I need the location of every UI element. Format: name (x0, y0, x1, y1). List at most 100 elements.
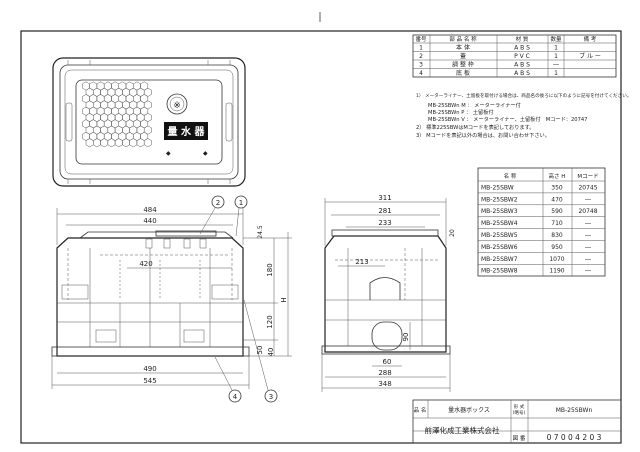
side-bottom-plate (321, 345, 451, 355)
parts-header-qty: 数量 (550, 35, 562, 43)
lid-label-plate (164, 122, 208, 140)
model-row-name: MB-25SBW5 (481, 232, 518, 239)
dim-180: 180 (266, 263, 274, 276)
title-name-value: 量水器ボックス (448, 406, 490, 414)
dim-440: 440 (143, 217, 156, 225)
svg-text:A B S: A B S (514, 62, 530, 69)
model-row-mcode: 20745 (578, 184, 597, 191)
lid-label: 量 水 器 (168, 125, 206, 138)
svg-text:3: 3 (269, 393, 273, 401)
model-row-height: 1070 (549, 256, 564, 263)
model-row-mcode: ― (585, 244, 591, 251)
plan-view: ※ 量 水 器 ◆ ◆ (52, 57, 246, 187)
model-row-name: MB-25SBW4 (481, 220, 518, 227)
dim-20: 20 (449, 229, 456, 237)
model-row-mcode: ― (585, 220, 591, 227)
note-1c: MB-25SBWn V ： メーターライナー、土留板付 Mコード：20747 (428, 115, 587, 123)
dim-233: 233 (378, 219, 391, 227)
model-row-name: MB-25SBW7 (481, 256, 518, 263)
table-row: 3 (419, 62, 423, 69)
dim-281: 281 (378, 207, 391, 215)
model-header-mcode: Mコード (577, 173, 598, 180)
model-header-name: 名 称 (504, 172, 517, 180)
callout-3 (264, 389, 278, 403)
dim-348: 348 (378, 380, 391, 388)
dim-90: 90 (402, 333, 410, 342)
svg-text:蓋: 蓋 (460, 52, 466, 60)
parts-header-material: 材 質 (516, 35, 529, 43)
svg-text:底 板: 底 板 (456, 69, 470, 77)
dim-213: 213 (355, 258, 368, 266)
table-row: 1 (419, 45, 423, 52)
dim-484: 484 (143, 206, 157, 214)
svg-text:―: ― (553, 62, 559, 69)
notes: 1） メーターライナー、土留板を取付ける場合は、商品名の後ろに以下のように記号を… (416, 92, 631, 139)
note-1b: MB-25SBWn P ： 土留板付 (428, 108, 494, 116)
lid-emblem-icon (166, 93, 188, 115)
svg-text:A B S: A B S (514, 45, 530, 52)
parts-table: 番号 部 品 名 称 材 質 数量 備 考 1 本 体 A B S 1 2 蓋 … (412, 34, 617, 78)
svg-text:1: 1 (554, 45, 558, 52)
svg-text:A B S: A B S (514, 70, 530, 77)
model-row-name: MB-25SBW2 (481, 196, 518, 203)
front-view: 484 440 420 24.5 180 H 120 50 40 490 545… (51, 195, 292, 403)
model-row-height: 710 (551, 220, 563, 227)
model-row-mcode: ― (585, 268, 591, 275)
dim-120: 120 (266, 315, 274, 328)
svg-text:1: 1 (554, 53, 558, 60)
model-row-mcode: ― (585, 196, 591, 203)
dim-490: 490 (143, 365, 156, 373)
title-block: 品 名 量水器ボックス 形 式(略号) MB-25SBWn 前澤化成工業株式会社… (412, 399, 622, 444)
dim-40: 40 (267, 348, 275, 357)
svg-text:1: 1 (239, 199, 243, 207)
drawing-number: 0 7 0 0 4 2 0 3 (547, 433, 602, 442)
svg-text:◆: ◆ (203, 150, 208, 157)
parts-header-remarks: 備 考 (584, 35, 597, 43)
lower-pipe-opening (371, 321, 403, 351)
model-row-height: 470 (551, 196, 563, 203)
callout-2 (211, 195, 225, 209)
model-row-height: 830 (551, 232, 563, 239)
model-row-mcode: ― (585, 232, 591, 239)
title-name-label: 品 名 (414, 406, 427, 414)
title-model-value: MB-25SBWn (556, 407, 593, 414)
upper-pipe-opening (369, 277, 401, 300)
dim-311: 311 (378, 194, 391, 202)
dim-288: 288 (378, 369, 391, 377)
model-row-name: MB-25SBW (481, 184, 514, 191)
note-2: 2） 標準225SBWはMコードを表記しております。 (416, 123, 534, 131)
side-view: 311 281 233 20 213 90 60 288 348 (321, 194, 456, 392)
note-3: 3） Mコードを表記以外の場合は、お問い合わせ下さい。 (416, 131, 550, 139)
dim-h: H (280, 297, 288, 302)
callout-4 (228, 389, 242, 403)
svg-text:◆: ◆ (166, 150, 171, 157)
model-row-height: 350 (551, 184, 563, 191)
parts-header-no: 番号 (415, 36, 427, 43)
model-row-name: MB-25SBW3 (481, 208, 518, 215)
model-row-name: MB-25SBW6 (481, 244, 518, 251)
dim-545: 545 (143, 377, 156, 385)
model-header-height: 高さ H (549, 172, 566, 180)
model-row-height: 950 (551, 244, 563, 251)
callout-1 (234, 195, 248, 209)
parts-header-name: 部 品 名 称 (449, 35, 477, 43)
model-row-mcode: 20748 (578, 208, 597, 215)
note-1: 1） メーターライナー、土留板を取付ける場合は、商品名の後ろに以下のように記号を… (416, 92, 631, 99)
svg-text:2: 2 (216, 199, 220, 207)
model-row-height: 590 (551, 208, 563, 215)
note-1a: MB-25SBWn M ： メーターライナー付 (428, 101, 521, 109)
dim-60: 60 (383, 358, 392, 366)
model-row-mcode: ― (585, 256, 591, 263)
svg-text:※: ※ (173, 101, 181, 111)
dim-24-5: 24.5 (257, 225, 264, 239)
title-model-label: 形 式(略号) (513, 403, 526, 416)
svg-text:調 整 枠: 調 整 枠 (452, 61, 474, 69)
lid-hex-pattern (82, 81, 152, 148)
title-drawing-label: 図 番 (513, 435, 526, 442)
svg-text:1: 1 (554, 70, 558, 77)
dim-50: 50 (256, 346, 264, 355)
model-row-name: MB-25SBW8 (481, 268, 518, 275)
svg-text:ブ ル ー: ブ ル ー (579, 52, 601, 60)
